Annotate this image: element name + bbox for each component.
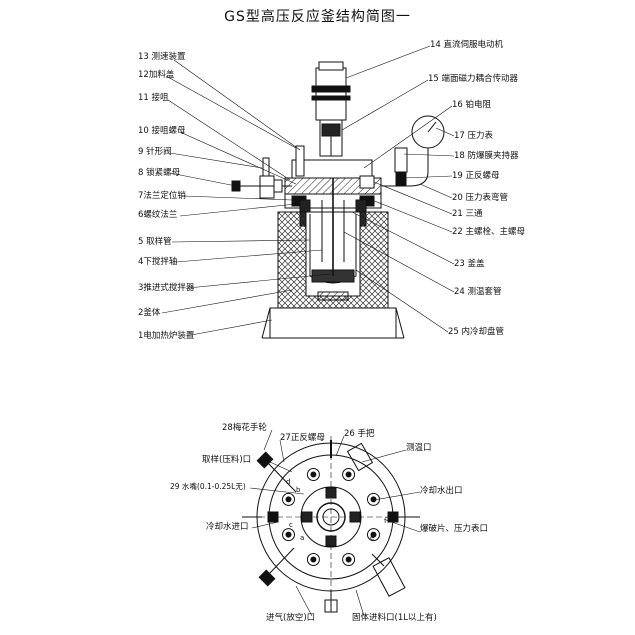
servo-motor	[315, 67, 347, 121]
reactor-plan-view	[242, 436, 420, 613]
label-thermowell: 24 测温套管	[454, 287, 502, 297]
port-letter: c	[289, 521, 293, 529]
label-lower-shaft: 4下搅拌轴	[138, 257, 178, 267]
cover-port	[301, 511, 313, 523]
label-servo-motor: 14 直流伺服电动机	[430, 40, 504, 50]
bolt-hole	[345, 471, 352, 478]
cover-port	[325, 487, 337, 499]
label-vent-port: 进气(放空)口	[266, 613, 316, 623]
port-letter: e	[370, 534, 374, 542]
port-letter: d	[286, 478, 290, 486]
cover-port	[349, 511, 361, 523]
needle-valve	[259, 175, 275, 199]
label-cover: 23 釜盖	[454, 259, 485, 269]
furnace-base	[269, 307, 397, 339]
label-handwheel: 28梅花手轮	[222, 423, 267, 433]
reactor-elevation	[231, 61, 445, 339]
label-pressure-gauge: 17 压力表	[454, 131, 494, 141]
label-tee: 21 三通	[452, 209, 483, 219]
label-burst-port: 爆破片、压力表口	[420, 524, 489, 534]
bolt-hole	[310, 556, 317, 563]
label-temp-port: 测温口	[406, 443, 432, 453]
label-coolant-out: 冷却水出口	[420, 486, 463, 496]
bolt-hole	[310, 471, 317, 478]
label-nozzle-nut: 10 接咀螺母	[138, 126, 186, 136]
label-coupling: 15 端面磁力耦合传动器	[428, 74, 519, 84]
port-letters: a b c d e f	[286, 478, 387, 542]
label-thread-flange: 6螺纹法兰	[138, 210, 178, 220]
bolt-hole	[345, 556, 352, 563]
label-lock-nut: 8 锁紧螺母	[138, 168, 181, 178]
bolt-hole	[285, 531, 292, 538]
label-flange-pin: 7法兰定位销	[138, 191, 186, 201]
label-feed-cap: 12加料盖	[138, 70, 175, 80]
label-coolant-in: 冷却水进口	[206, 522, 249, 532]
label-water-nozzle: 29 水嘴(0.1-0.25L无)	[170, 482, 246, 491]
label-nut-27: 27正反螺母	[280, 433, 325, 443]
label-speed-sensor: 13 测速装置	[138, 52, 186, 62]
label-sampling-tube: 5 取样管	[138, 237, 172, 247]
label-main-bolt: 22 主螺栓、主螺母	[452, 227, 526, 237]
port-letter: a	[300, 534, 304, 542]
diagram-title: GS型高压反应釜结构简图一	[224, 9, 411, 25]
label-propeller: 3推进式搅拌器	[138, 283, 195, 293]
cover-ports	[301, 487, 361, 547]
cover-port	[325, 535, 337, 547]
bolt-hole	[285, 496, 292, 503]
label-gauge-elbow: 20 压力表弯管	[452, 193, 509, 203]
label-kettle-body: 2釜体	[138, 308, 161, 318]
label-needle-valve: 9 针形阀	[138, 147, 172, 157]
label-feed-port: 固体进料口(1L以上有)	[352, 613, 437, 623]
label-cooling-coil: 25 内冷却盘管	[448, 327, 505, 337]
label-nozzle: 11 接咀	[138, 93, 169, 103]
label-sampling-port: 取样(压料)口	[202, 455, 252, 465]
bolt-hole	[370, 496, 377, 503]
label-burst-holder: 18 防爆膜夹持器	[454, 151, 519, 161]
label-pt-resistor: 16 铂电阻	[452, 100, 492, 110]
label-handle: 26 手把	[344, 429, 375, 439]
port-letter: b	[296, 486, 301, 494]
bolt-hole	[370, 531, 377, 538]
port-letter: f	[384, 517, 387, 525]
label-reverse-nut: 19 正反螺母	[452, 171, 500, 181]
label-heater: 1电加热炉装置	[138, 331, 195, 341]
